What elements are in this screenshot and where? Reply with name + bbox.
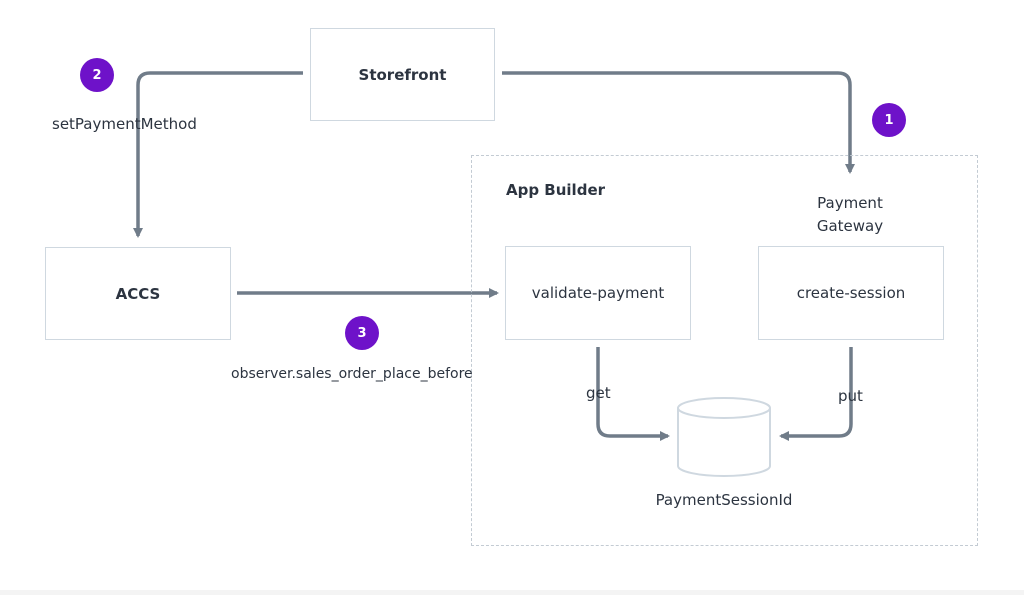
observer-event-label: observer.sales_order_place_before [231,366,473,382]
storefront-node[interactable]: Storefront [310,28,495,121]
connector-storefront-to-payment-gateway [502,71,855,174]
step-badge-3: 3 [345,316,379,350]
database-cylinder-icon [677,397,771,477]
app-builder-group [471,155,978,546]
payment-gateway-label-line1: Payment [817,194,883,212]
payment-gateway-label-line2: Gateway [816,217,884,235]
set-payment-method-label: setPaymentMethod [52,115,197,133]
database-label: PaymentSessionId [655,491,793,509]
connector-put [779,347,853,441]
connector-storefront-to-accs [133,71,303,238]
create-session-node[interactable]: create-session [758,246,944,340]
put-label: put [838,387,863,405]
payment-gateway-label: Payment Gateway [790,192,910,238]
accs-node[interactable]: ACCS [45,247,231,340]
app-builder-title: App Builder [506,181,606,199]
get-label: get [586,384,611,402]
connector-get [596,347,670,441]
step-badge-2: 2 [80,58,114,92]
validate-payment-node[interactable]: validate-payment [505,246,691,340]
footer-divider [0,590,1024,595]
step-badge-1: 1 [872,103,906,137]
